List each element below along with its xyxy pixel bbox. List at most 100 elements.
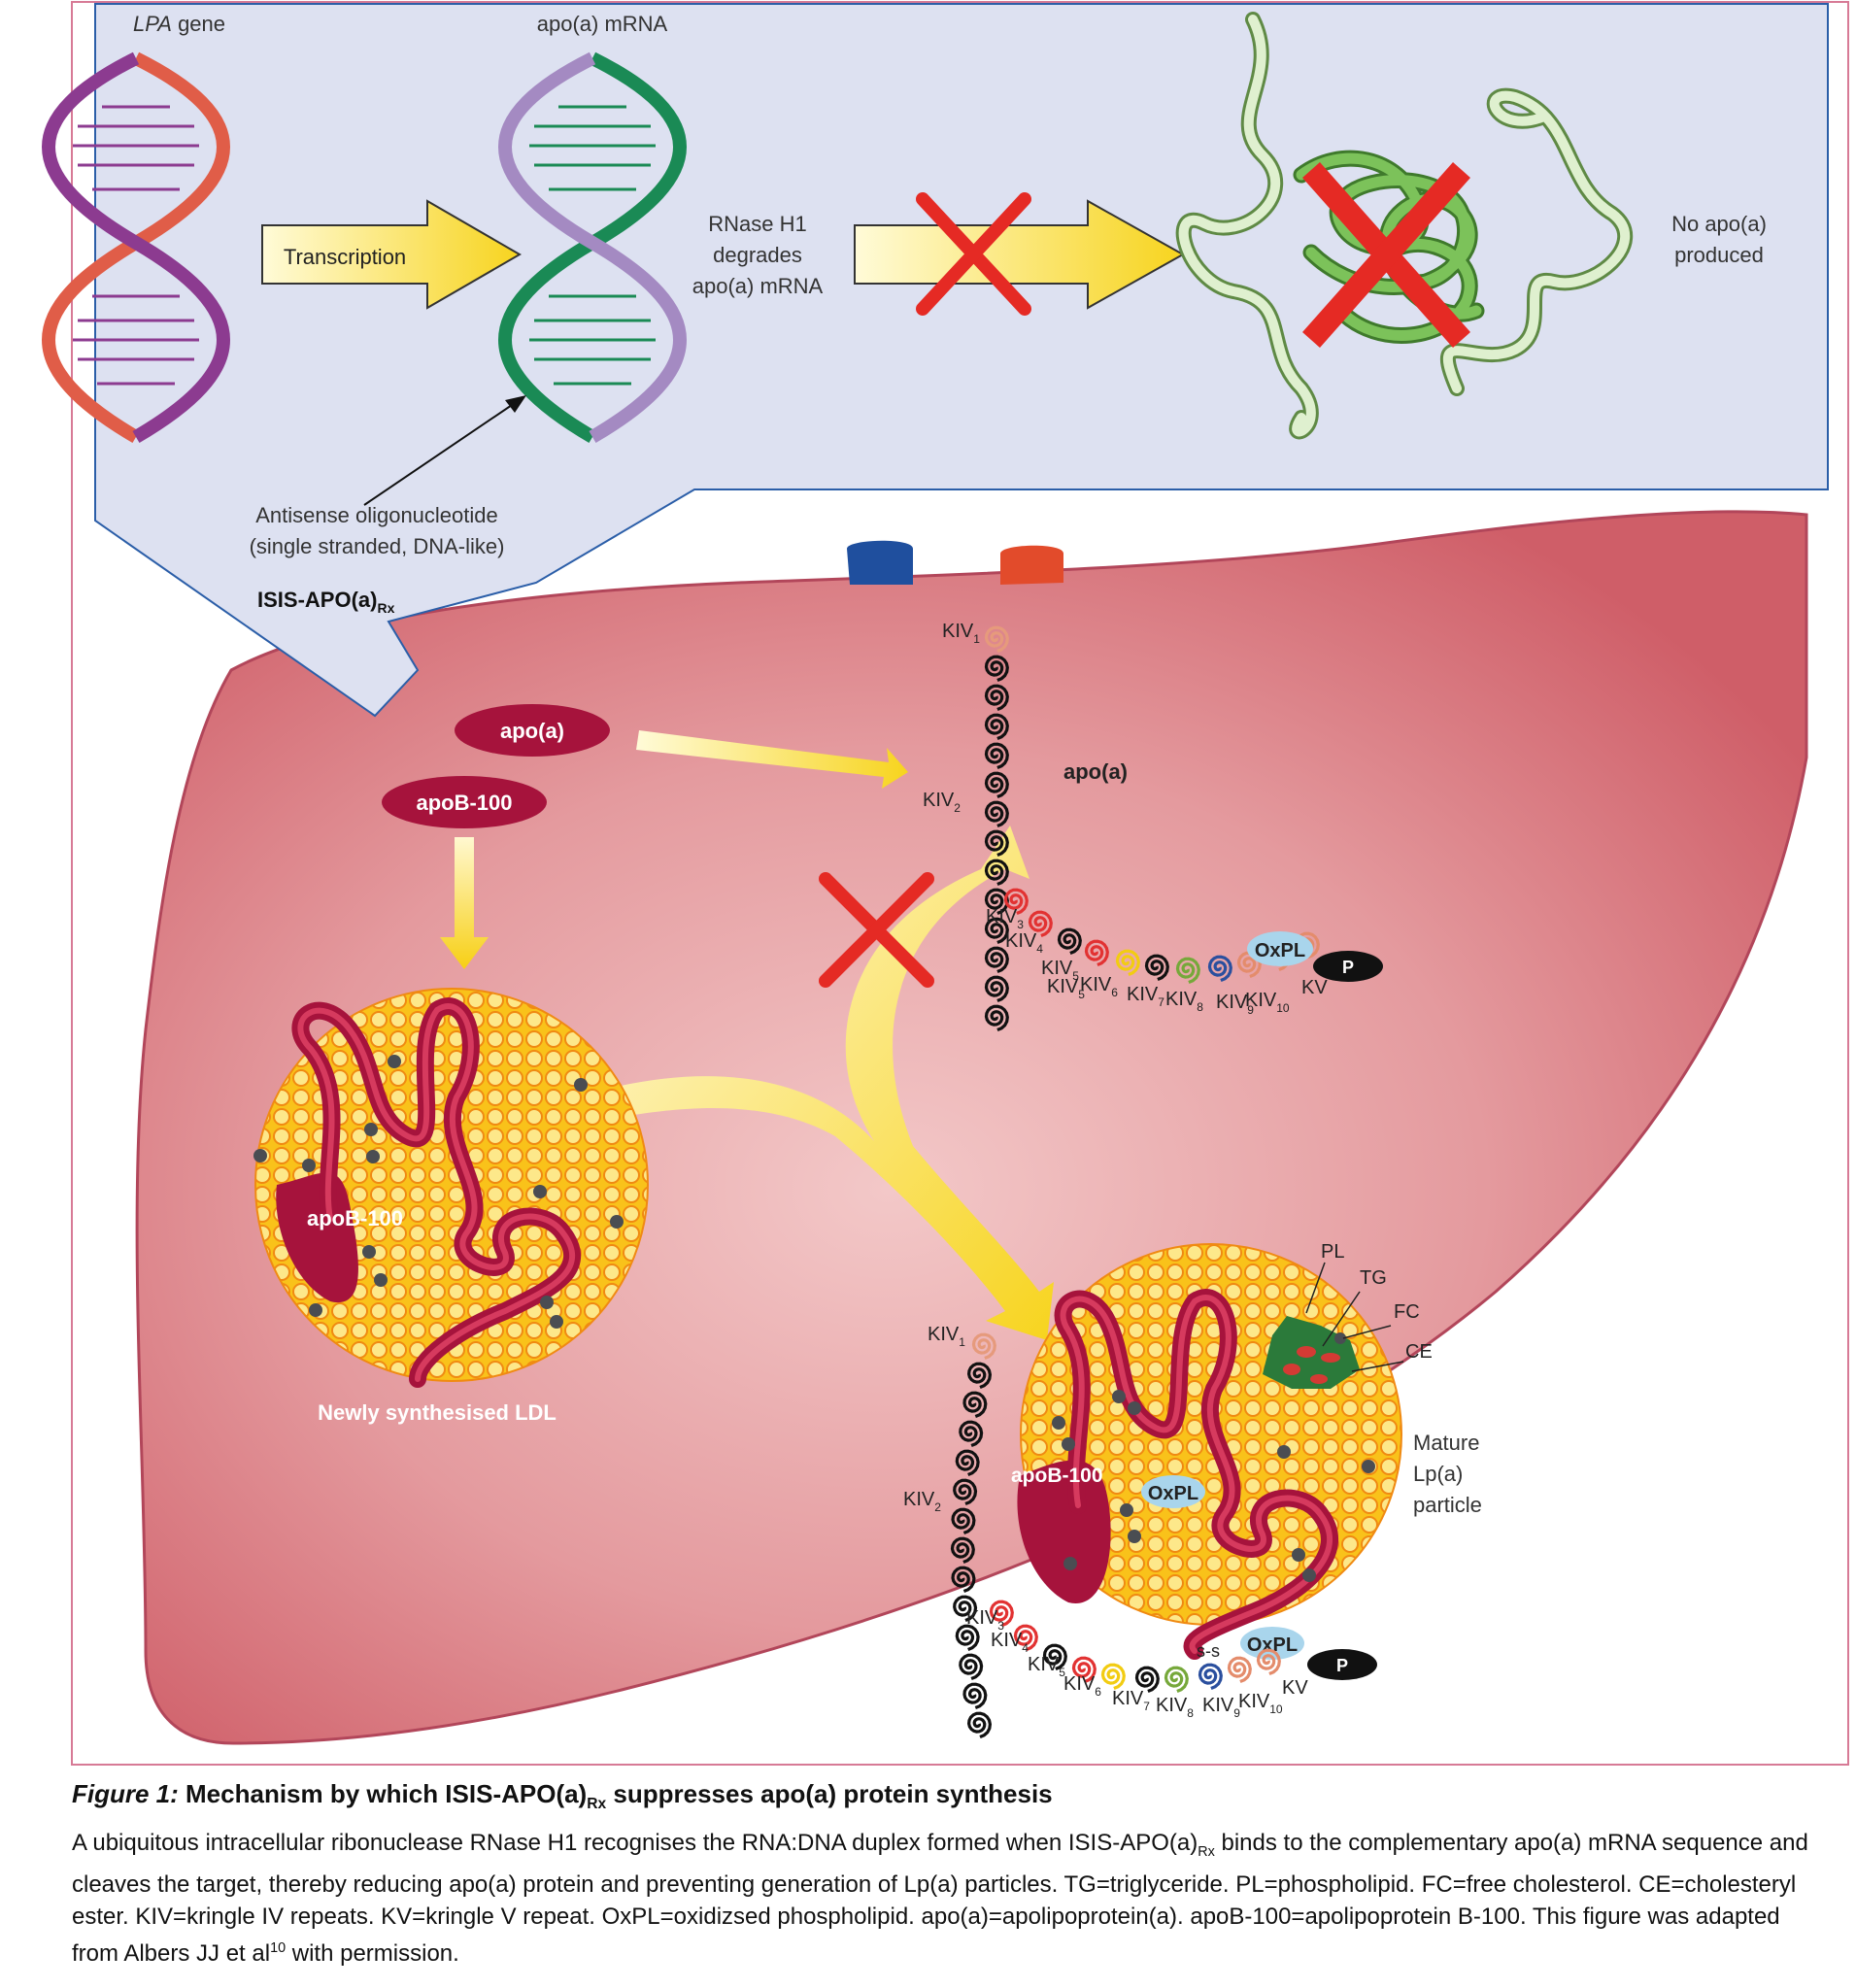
kringle-spiral [984, 771, 1009, 798]
kringle-label: KIV4 [991, 1630, 1029, 1655]
kringle-spiral [1013, 1624, 1038, 1651]
kringle-spiral [984, 859, 1009, 886]
kringle-spiral [962, 1682, 988, 1709]
figure-caption: Figure 1: Mechanism by which ISIS-APO(a)… [72, 1779, 1810, 1970]
lpa-gene-helix [42, 51, 230, 444]
kringle-spiral [984, 713, 1009, 740]
lpa-phosphate-badge: P [1307, 1649, 1377, 1680]
kringle-spiral [955, 1624, 980, 1651]
kringle-spiral [984, 684, 1009, 711]
svg-text:apo(a): apo(a) [500, 719, 564, 743]
rnase-line-1: RNase H1 [708, 212, 806, 236]
kringle-spiral [984, 829, 1009, 857]
kringle-label: KIV1 [928, 1324, 965, 1349]
blocked-arrow [854, 199, 1186, 310]
kringle-spiral [984, 917, 1009, 944]
kringle-spiral [984, 625, 1009, 653]
kringle-spiral [1207, 955, 1232, 982]
kringle-label: KIV4 [1005, 930, 1043, 956]
lpa-particle [1017, 1243, 1402, 1660]
caption-fig-label: Figure 1: [72, 1779, 179, 1808]
svg-text:OxPL: OxPL [1148, 1483, 1198, 1504]
cross-icon [916, 192, 1031, 316]
kringle-spiral [984, 800, 1009, 827]
kringle-spiral [950, 1536, 975, 1564]
kringle-spiral [1115, 949, 1140, 976]
kringle-spiral [953, 1478, 978, 1505]
cross-icon [819, 872, 934, 988]
antisense-line-1: Antisense oligonucleotide [255, 503, 498, 527]
figure-frame [71, 1, 1849, 1766]
ce-label: CE [1405, 1341, 1433, 1363]
svg-text:apoB-100: apoB-100 [416, 791, 512, 815]
apob-to-ldl-arrow [440, 837, 489, 969]
kringle-spiral [1134, 1666, 1160, 1693]
gene-label: LPA gene [133, 12, 225, 36]
kringle-spiral [1100, 1663, 1126, 1690]
kringle-label: KIV5 [1047, 976, 1085, 1001]
svg-text:OxPL: OxPL [1247, 1634, 1298, 1656]
drug-label: ISIS-APO(a)Rx [257, 588, 395, 616]
fc-label: FC [1394, 1301, 1420, 1323]
lpa-apob-label: apoB-100 [1011, 1465, 1103, 1487]
rnase-line-3: apo(a) mRNA [692, 274, 824, 298]
kringle-label: KIV8 [1156, 1695, 1194, 1720]
apob-pill: apoB-100 [382, 776, 547, 828]
ldl-apob-label: apoB-100 [307, 1206, 403, 1230]
branching-arrow [612, 826, 1054, 1340]
kringle-label: KIV8 [1165, 989, 1203, 1014]
liver [135, 510, 1808, 1745]
kringle-spiral [1042, 1643, 1067, 1670]
svg-text:OxPL: OxPL [1255, 940, 1305, 961]
kringle-spiral [984, 946, 1009, 973]
kringle-spiral [959, 1420, 984, 1447]
mechanism-figure: Transcription LPA gene apo(a) mRN [42, 1, 1849, 1766]
kv-label: KV [1301, 977, 1328, 998]
mature-line-3: particle [1413, 1493, 1482, 1517]
kringle-spiral [1227, 1656, 1252, 1683]
mature-line-1: Mature [1413, 1431, 1479, 1455]
kringle-label: KIV2 [903, 1489, 941, 1514]
kringle-spiral [1144, 954, 1169, 981]
kringle-spiral [1057, 927, 1082, 955]
antisense-arrow [363, 402, 516, 506]
kringle-label: KIV3 [986, 906, 1024, 931]
rnase-line-2: degrades [713, 243, 802, 267]
kringle-spiral [951, 1566, 976, 1593]
large-cross-icon [1302, 162, 1470, 348]
kringle-label: KIV7 [1112, 1688, 1150, 1713]
kringle-label: KIV10 [1238, 1691, 1283, 1716]
kringle-label: KIV7 [1127, 984, 1164, 1009]
pl-label: PL [1321, 1241, 1344, 1263]
kringle-spiral [959, 1653, 984, 1680]
oxpl-badge: OxPL [1247, 931, 1313, 966]
tangled-protein-icon [1175, 12, 1634, 440]
kringle-spiral [1071, 1656, 1097, 1683]
kringle-spiral [1003, 888, 1029, 915]
ldl-label: Newly synthesised LDL [318, 1400, 557, 1425]
kringle-spiral [1175, 957, 1200, 984]
kringle-label: KIV9 [1216, 992, 1254, 1017]
kringle-spiral [984, 655, 1009, 682]
kringle-spiral [1084, 939, 1109, 966]
kringle-spiral [955, 1449, 980, 1476]
kringle-spiral [1164, 1666, 1189, 1693]
kringle-label: KIV3 [966, 1607, 1004, 1633]
transcription-arrow [261, 199, 522, 310]
kringle-spiral [966, 1362, 993, 1389]
phosphate-badge: P [1313, 951, 1383, 982]
kringle-spiral [966, 1711, 993, 1738]
caption-body: A ubiquitous intracellular ribonuclease … [72, 1830, 1808, 1967]
kringle-spiral [989, 1600, 1014, 1627]
kringle-spiral [984, 888, 1009, 915]
caption-title: Figure 1: Mechanism by which ISIS-APO(a)… [72, 1779, 1053, 1813]
transcription-label: Transcription [284, 245, 406, 269]
ldl-particle [253, 988, 649, 1388]
kringle-label: KIV1 [942, 621, 980, 646]
kringle-label: KIV5 [1041, 958, 1079, 983]
kringle-spiral [1028, 910, 1053, 937]
lpa-oxpl-badge-2: OxPL [1240, 1627, 1304, 1660]
kringle-spiral [962, 1391, 988, 1418]
